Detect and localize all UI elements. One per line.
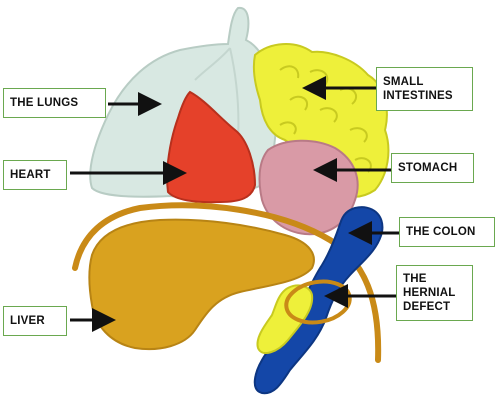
colon-organ xyxy=(253,206,384,395)
diaphragm-arc xyxy=(72,202,382,363)
label-colon-text: THE COLON xyxy=(406,226,476,238)
heart-organ xyxy=(166,90,257,204)
label-stomach-text: STOMACH xyxy=(398,162,458,174)
label-lungs-text: THE LUNGS xyxy=(10,97,79,109)
label-heart: HEART xyxy=(3,160,67,190)
label-liver: LIVER xyxy=(3,306,67,336)
label-lungs: THE LUNGS xyxy=(3,88,106,118)
label-liver-text: LIVER xyxy=(10,315,45,327)
small-intestines-organ xyxy=(252,43,390,198)
hernial-defect-organ xyxy=(256,284,314,355)
label-stomach: STOMACH xyxy=(391,153,474,183)
label-small-intestines-text: SMALL INTESTINES xyxy=(383,76,453,102)
label-heart-text: HEART xyxy=(10,169,51,181)
label-hernial-defect-text: THE HERNIAL DEFECT xyxy=(403,273,456,313)
label-small-intestines: SMALL INTESTINES xyxy=(376,67,473,111)
label-colon: THE COLON xyxy=(399,217,495,247)
label-hernial-defect: THE HERNIAL DEFECT xyxy=(396,265,473,321)
